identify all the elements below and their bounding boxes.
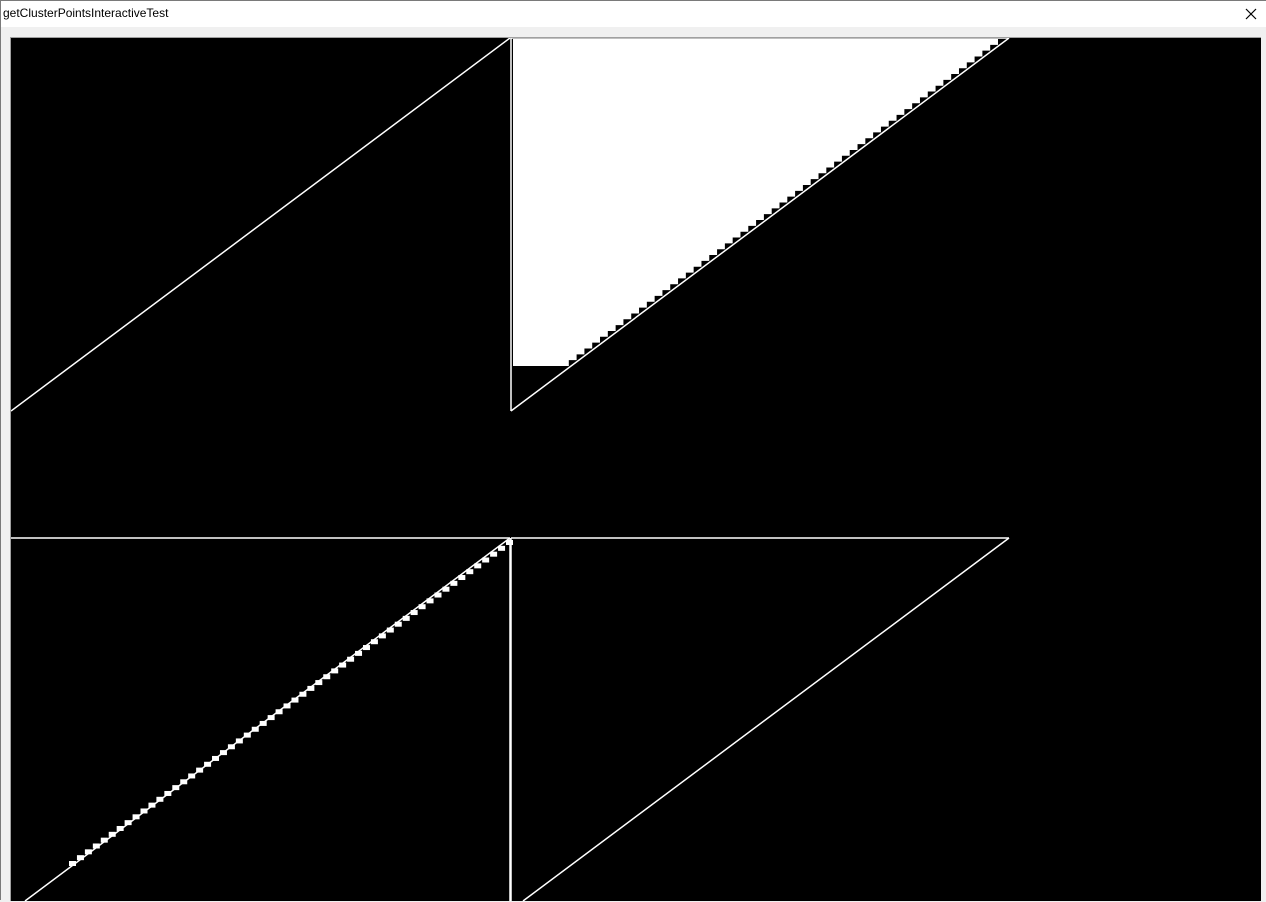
window-edge	[1261, 37, 1266, 901]
staircase-step	[69, 861, 76, 866]
staircase-step	[259, 720, 267, 726]
staircase-step	[450, 580, 458, 586]
staircase-step	[378, 633, 386, 639]
staircase-step	[347, 656, 355, 662]
staircase-step	[148, 802, 156, 808]
staircase-step	[140, 808, 148, 814]
staircase-step	[100, 837, 108, 843]
staircase-step	[362, 645, 370, 651]
staircase-step	[474, 563, 482, 569]
panel-bottom-right-diagonal	[522, 537, 1010, 902]
staircase-step	[490, 551, 498, 557]
staircase-step	[164, 790, 172, 796]
staircase-step	[251, 726, 259, 732]
staircase-step	[370, 639, 378, 645]
staircase-step	[124, 820, 132, 826]
staircase-step	[275, 709, 283, 715]
staircase-step	[331, 668, 339, 674]
staircase-step	[418, 604, 426, 610]
staircase-step	[291, 697, 299, 703]
staircase-step	[156, 796, 164, 802]
staircase-step	[355, 650, 363, 656]
staircase-step	[116, 825, 124, 831]
staircase-step	[108, 831, 116, 837]
staircase-step	[458, 575, 466, 581]
staircase-step	[506, 540, 513, 545]
staircase-step	[243, 732, 251, 738]
close-button[interactable]	[1237, 1, 1266, 27]
window-title: getClusterPointsInteractiveTest	[3, 6, 169, 20]
staircase-step	[204, 761, 212, 767]
staircase-step	[132, 814, 140, 820]
close-icon	[1245, 8, 1257, 20]
staircase-step	[315, 680, 323, 686]
staircase-step	[76, 855, 84, 861]
staircase-step	[394, 621, 402, 627]
staircase-step	[323, 674, 331, 680]
staircase-step	[402, 615, 410, 621]
staircase-step	[339, 662, 347, 668]
grid-triangle-fill	[513, 39, 998, 366]
staircase-step	[180, 779, 188, 785]
staircase-step	[235, 738, 243, 744]
staircase-step	[267, 715, 275, 721]
panel-top-left-diagonal	[11, 38, 511, 412]
staircase-step	[386, 627, 394, 633]
staircase-step	[227, 744, 235, 750]
staircase-step	[482, 557, 490, 563]
staircase-step	[442, 586, 450, 592]
panel-top-right-group	[513, 39, 998, 366]
staircase-step	[84, 849, 92, 855]
staircase-step	[283, 703, 291, 709]
canvas-svg[interactable]	[11, 38, 1262, 902]
title-bar[interactable]: getClusterPointsInteractiveTest	[1, 1, 1266, 27]
staircase-step	[466, 569, 474, 575]
staircase-step	[434, 592, 442, 598]
staircase-step	[307, 685, 315, 691]
staircase-step	[426, 598, 434, 604]
staircase-step	[219, 750, 227, 756]
staircase-step	[299, 691, 307, 697]
staircase-step	[188, 773, 196, 779]
staircase-step	[498, 545, 506, 551]
staircase-step	[212, 755, 220, 761]
drawing-canvas[interactable]	[10, 37, 1262, 902]
staircase-step	[172, 785, 180, 791]
staircase-step	[92, 843, 100, 849]
staircase-step	[196, 767, 204, 773]
panel-top-right-diagonal	[510, 38, 1010, 412]
staircase-step	[410, 610, 418, 616]
